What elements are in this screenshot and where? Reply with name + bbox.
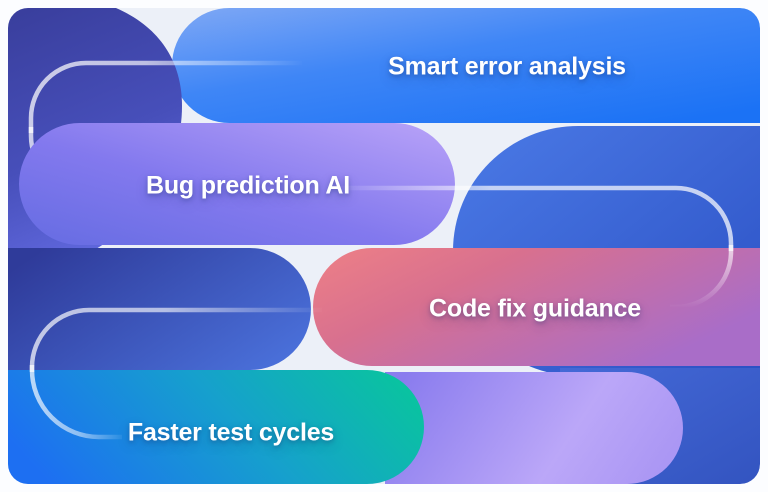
- pill-faster-test-cycles: [8, 370, 424, 484]
- accent-line-bottom-left-upper: [29, 307, 322, 372]
- accent-line-mid-right-upper: [330, 185, 734, 251]
- accent-line-mid-right-lower: [670, 245, 734, 310]
- accent-line-bottom-left-lower: [29, 365, 122, 440]
- accent-line-top-left-upper: [28, 60, 302, 133]
- decor-pill-bottom-purple: [385, 372, 683, 484]
- pill-smart-error-analysis: [172, 8, 760, 123]
- pill-code-fix-guidance: [313, 248, 760, 366]
- pill-bug-prediction-ai: [19, 123, 455, 245]
